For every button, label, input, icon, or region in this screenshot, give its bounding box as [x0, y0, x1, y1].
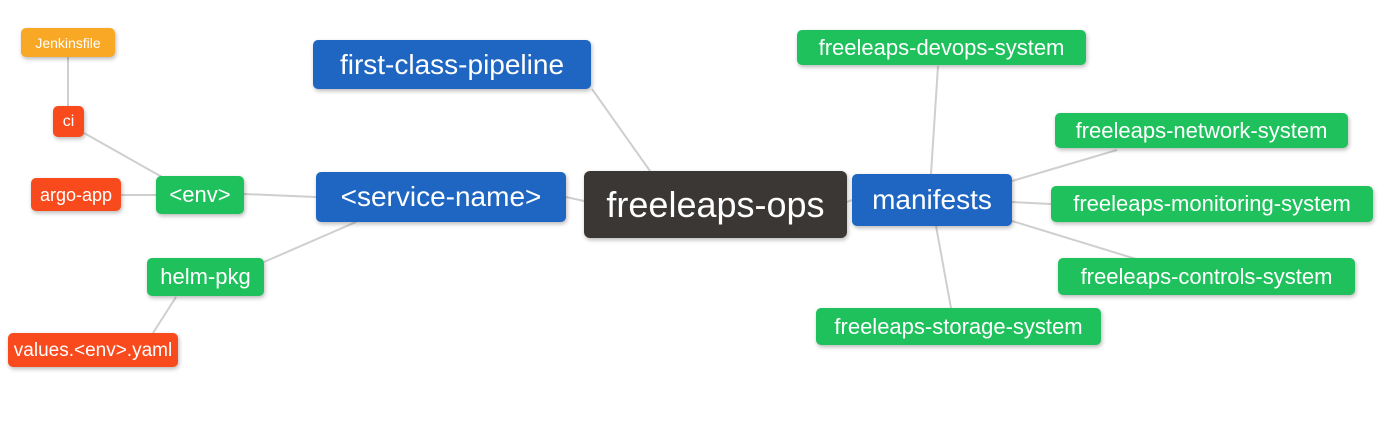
- node-manifests[interactable]: manifests: [852, 174, 1012, 226]
- edge-service-name-to-freeleaps-ops: [565, 196, 585, 202]
- node-freeleaps-monitoring-system[interactable]: freeleaps-monitoring-system: [1051, 186, 1373, 222]
- node-service-name[interactable]: <service-name>: [316, 172, 566, 222]
- node-freeleaps-storage-system[interactable]: freeleaps-storage-system: [816, 308, 1101, 345]
- node-freeleaps-controls-system[interactable]: freeleaps-controls-system: [1058, 258, 1355, 295]
- edge-values-env-yaml-to-helm-pkg: [152, 296, 177, 334]
- edge-helm-pkg-to-service-name: [263, 221, 357, 263]
- node-values-env-yaml[interactable]: values.<env>.yaml: [8, 333, 178, 367]
- edge-manifests-to-freeleaps-devops-system: [930, 65, 939, 175]
- edge-manifests-to-freeleaps-monitoring-system: [1011, 201, 1052, 205]
- node-freeleaps-ops[interactable]: freeleaps-ops: [584, 171, 847, 238]
- node-env[interactable]: <env>: [156, 176, 244, 214]
- edge-first-class-pipeline-to-freeleaps-ops: [591, 88, 651, 172]
- edge-manifests-to-freeleaps-controls-system: [1011, 220, 1137, 260]
- edge-env-to-service-name: [243, 193, 317, 198]
- node-first-class-pipeline[interactable]: first-class-pipeline: [313, 40, 591, 89]
- edge-manifests-to-freeleaps-storage-system: [935, 225, 952, 309]
- node-freeleaps-network-system[interactable]: freeleaps-network-system: [1055, 113, 1348, 148]
- node-helm-pkg[interactable]: helm-pkg: [147, 258, 264, 296]
- node-argo-app[interactable]: argo-app: [31, 178, 121, 211]
- node-ci[interactable]: ci: [53, 106, 84, 137]
- edge-manifests-to-freeleaps-network-system: [1011, 149, 1118, 182]
- node-jenkinsfile[interactable]: Jenkinsfile: [21, 28, 115, 57]
- node-freeleaps-devops-system[interactable]: freeleaps-devops-system: [797, 30, 1086, 65]
- edge-ci-to-env: [83, 132, 163, 178]
